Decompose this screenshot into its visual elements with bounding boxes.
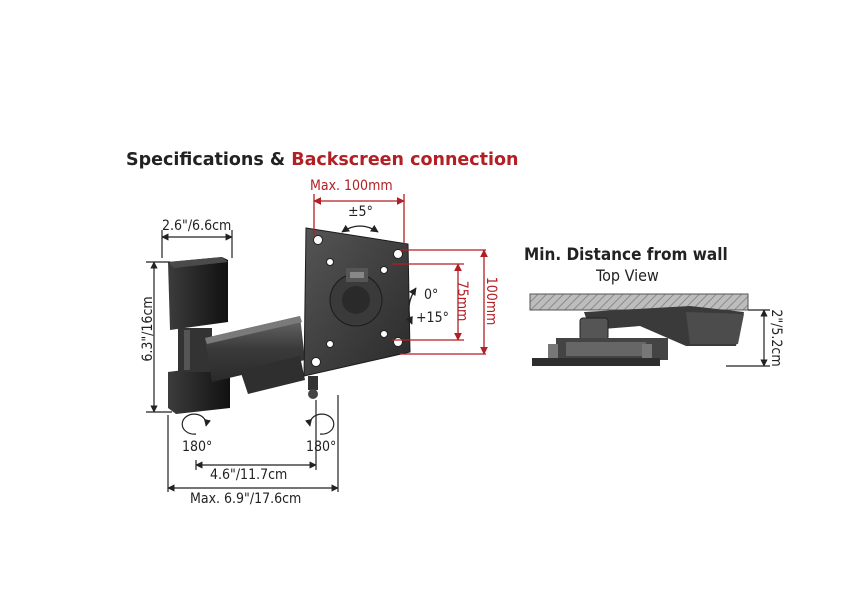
left-dimension-lines [146,230,339,492]
title-specifications: Specifications & [126,150,292,170]
tilt-arrow [405,287,417,325]
spec-title: Specifications & Backscreen connection [126,150,519,170]
arm-height-label: 6.3"/16cm [140,296,156,362]
max-vesa-label: Max. 100mm [310,178,393,194]
swivel-left-label: 180° [182,439,213,455]
inner-vesa-label: 75mm [454,280,470,322]
arm-width-label: 2.6"/6.6cm [162,218,232,234]
mid-width-label: 4.6"/11.7cm [210,467,288,483]
top-view-illustration [529,293,770,367]
wall-distance-heading: Min. Distance from wall [524,245,728,265]
title-backscreen: Backscreen connection [291,150,519,170]
swivel-right-label: 180° [306,439,337,455]
tilt-top-label: 0° [424,287,439,303]
wall-distance-label: 2"/5.2cm [768,309,784,367]
wall-mount-illustration [168,227,411,414]
tilt-bottom-label: +15° [416,310,449,326]
rotation-label: ±5° [348,204,373,220]
backscreen-dimension-lines [313,194,488,355]
outer-vesa-label: 100mm [483,276,499,326]
top-view-label: Top View [596,266,659,285]
max-width-label: Max. 6.9"/17.6cm [190,491,302,507]
